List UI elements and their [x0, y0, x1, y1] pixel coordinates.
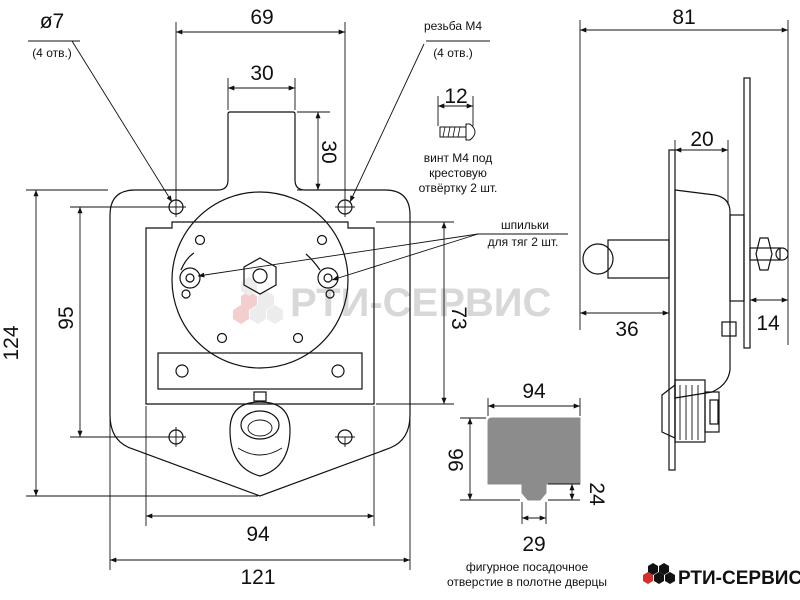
hex-nut-bore [252, 268, 268, 284]
rotary-disc [171, 191, 349, 369]
handle-loop [229, 401, 291, 477]
dim-total-depth: 81 [672, 6, 695, 29]
dim-front-protrusion: 36 [615, 318, 638, 341]
dim-body-depth: 20 [690, 128, 713, 151]
disc-hole-1 [194, 234, 206, 246]
dim-hole-count: (4 отв.) [32, 46, 72, 60]
side-spindle [749, 247, 781, 261]
dim-hole-dia: ø7 [40, 10, 65, 33]
plate-outline [109, 111, 411, 497]
cutout-shape [487, 417, 581, 501]
brand-name: РТИ-СЕРВИС [678, 568, 800, 589]
screw-line3: отвёртку 2 шт. [419, 181, 498, 195]
dim-cutout-tab-width: 29 [522, 533, 545, 556]
bracket-hole-right [331, 364, 345, 378]
dim-tab-width: 30 [250, 62, 273, 85]
side-knob-shaft [607, 239, 670, 279]
disc-hole-3 [216, 332, 228, 344]
dim-cutout-width: 94 [522, 380, 546, 403]
handle-base [237, 447, 283, 456]
thread-count: (4 отв.) [433, 46, 473, 60]
bracket-bar [157, 352, 363, 390]
dim-tab-height: 30 [317, 140, 340, 163]
cutout-caption-line1: фигурное посадочное [466, 560, 589, 574]
side-knob-ball [582, 243, 614, 275]
side-spindle-nut [755, 237, 773, 271]
screw-line1: винт М4 под [424, 151, 492, 165]
side-lock-cylinder [661, 379, 720, 443]
cutout-caption-line2: отверстие в полотне дверцы [447, 575, 607, 589]
screw-callout: 12 винт М4 под крестовую отвёртку 2 шт. [419, 85, 498, 195]
brand-hex-icon [643, 563, 675, 584]
side-spacer [729, 214, 745, 302]
disc-hole-2 [316, 234, 328, 246]
side-small-tab [721, 321, 737, 337]
hex-nut [243, 257, 277, 295]
watermark-text: РТИ-СЕРВИС [290, 281, 551, 325]
dim-total-height: 124 [0, 325, 23, 360]
studs-line1: шпильки [501, 218, 549, 232]
disc-hole-6 [325, 289, 335, 299]
handle-ring-inner [247, 419, 273, 437]
thread-label: резьба М4 [424, 19, 482, 33]
studs-line2: для тяг 2 шт. [488, 235, 559, 249]
side-front-plate [668, 149, 676, 471]
screw-length: 12 [444, 85, 467, 108]
dim-inner-height: 95 [55, 306, 78, 329]
side-back-plate [743, 77, 751, 349]
bracket-hole-left [175, 364, 189, 378]
dim-top-width: 69 [250, 6, 273, 29]
dim-cutout-height: 96 [445, 448, 468, 471]
studs-callout: шпильки для тяг 2 шт. [197, 218, 568, 281]
cutout-view: 94 96 24 29 фигурное посадочное отверсти… [445, 380, 608, 589]
dim-rear-protrusion: 14 [756, 312, 780, 335]
inner-tray [145, 221, 375, 405]
slot-square [253, 391, 267, 402]
dim-total-width: 121 [240, 566, 275, 589]
dim-cutout-tab-height: 24 [585, 482, 608, 506]
disc-hole-4 [292, 332, 304, 344]
watermark-hex-logo [233, 277, 283, 324]
stud-left [179, 252, 201, 289]
screw-icon [439, 123, 476, 141]
side-body [674, 189, 731, 399]
watermark: РТИ-СЕРВИС [233, 277, 551, 325]
handle-ring [240, 410, 280, 440]
side-spindle-end [775, 247, 789, 261]
dim-inner-width: 94 [246, 523, 270, 546]
brand-logo: РТИ-СЕРВИС [643, 563, 800, 589]
dim-hub-height: 73 [447, 306, 470, 329]
front-view: 69 30 30 124 95 73 94 121 [0, 6, 490, 589]
screw-line2: крестовую [429, 166, 487, 180]
side-view: 81 20 36 14 [579, 6, 789, 471]
disc-hole-5 [181, 289, 191, 299]
